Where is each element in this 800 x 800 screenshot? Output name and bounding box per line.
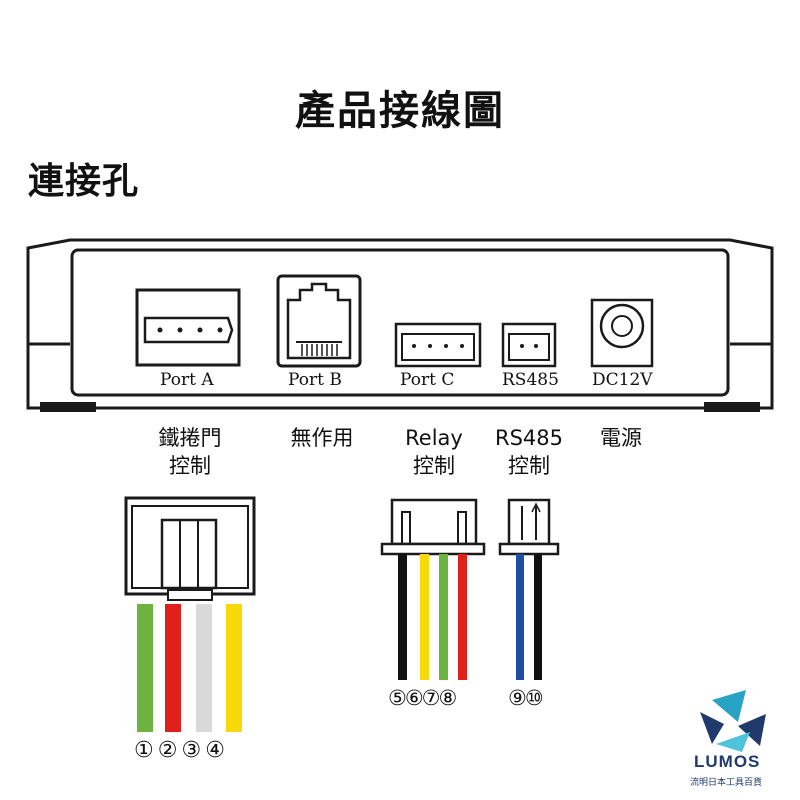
port-c-label: Port C: [400, 370, 455, 390]
lumos-logo-mark: [700, 690, 766, 752]
port-a-caption-line1: 鐵捲門: [158, 426, 222, 450]
port-c-connector: [394, 322, 482, 368]
rs485-caption: RS485 控制: [474, 424, 584, 480]
rs485-connector: [501, 322, 557, 368]
wire-number-10: ⑩: [524, 686, 544, 710]
wire-1: [137, 604, 153, 732]
rs485-label: RS485: [502, 370, 559, 390]
wire-3: [196, 604, 212, 732]
port-b-caption-line1: 無作用: [290, 426, 354, 450]
wire-4: [226, 604, 242, 732]
wire-number-2: ②: [157, 738, 182, 763]
rs485-caption-line2: 控制: [508, 454, 550, 478]
rs485-wires: [516, 554, 542, 680]
wire-number-5: ⑤: [388, 686, 407, 710]
port-c-plug: [380, 498, 486, 556]
dc12v-caption: 電源: [566, 424, 676, 452]
rs485-caption-line1: RS485: [494, 426, 563, 450]
rs485-wire-numbers: ⑨⑩: [508, 686, 544, 710]
port-a-caption: 鐵捲門 控制: [130, 424, 250, 480]
port-a-label: Port A: [160, 370, 214, 390]
lumos-logo-text: LUMOS: [694, 752, 761, 771]
port-c-wire-numbers: ⑤⑥⑦⑧: [388, 686, 457, 710]
dc12v-jack: [590, 298, 654, 368]
port-c-caption-line2: 控制: [413, 454, 455, 478]
port-a-plug: [124, 496, 256, 601]
port-a-wires: [137, 604, 242, 732]
dc12v-caption-line1: 電源: [600, 426, 642, 450]
wire-number-9: ⑨: [508, 686, 527, 710]
wire-number-3: ③: [181, 738, 206, 763]
port-c-wires: [398, 554, 467, 680]
wire-2: [165, 604, 181, 732]
port-b-caption: 無作用: [262, 424, 382, 452]
page-title: 產品接線圖: [295, 88, 505, 134]
wire-9: [516, 554, 524, 680]
wire-8: [458, 554, 467, 680]
port-b-label: Port B: [288, 370, 342, 390]
wire-number-8: ⑧: [438, 686, 457, 710]
wire-number-1: ①: [134, 738, 158, 763]
wire-number-7: ⑦: [421, 686, 441, 710]
wire-10: [534, 554, 542, 680]
rs485-plug: [498, 498, 560, 556]
wire-number-4: ④: [205, 738, 229, 763]
lumos-tagline: 流明日本工具百貨: [690, 778, 763, 788]
wire-5: [398, 554, 407, 680]
wire-6: [420, 554, 429, 680]
wire-number-6: ⑥: [404, 686, 424, 710]
port-a-connector: [135, 288, 241, 367]
port-a-wire-numbers: ①②③④: [134, 738, 229, 763]
section-title: 連接孔: [28, 161, 140, 202]
port-c-caption-line1: Relay: [405, 426, 463, 450]
dc12v-label: DC12V: [592, 370, 653, 390]
wire-7: [439, 554, 448, 680]
port-a-caption-line2: 控制: [169, 454, 211, 478]
port-b-rj-jack: [276, 274, 362, 368]
port-c-caption: Relay 控制: [374, 424, 494, 480]
